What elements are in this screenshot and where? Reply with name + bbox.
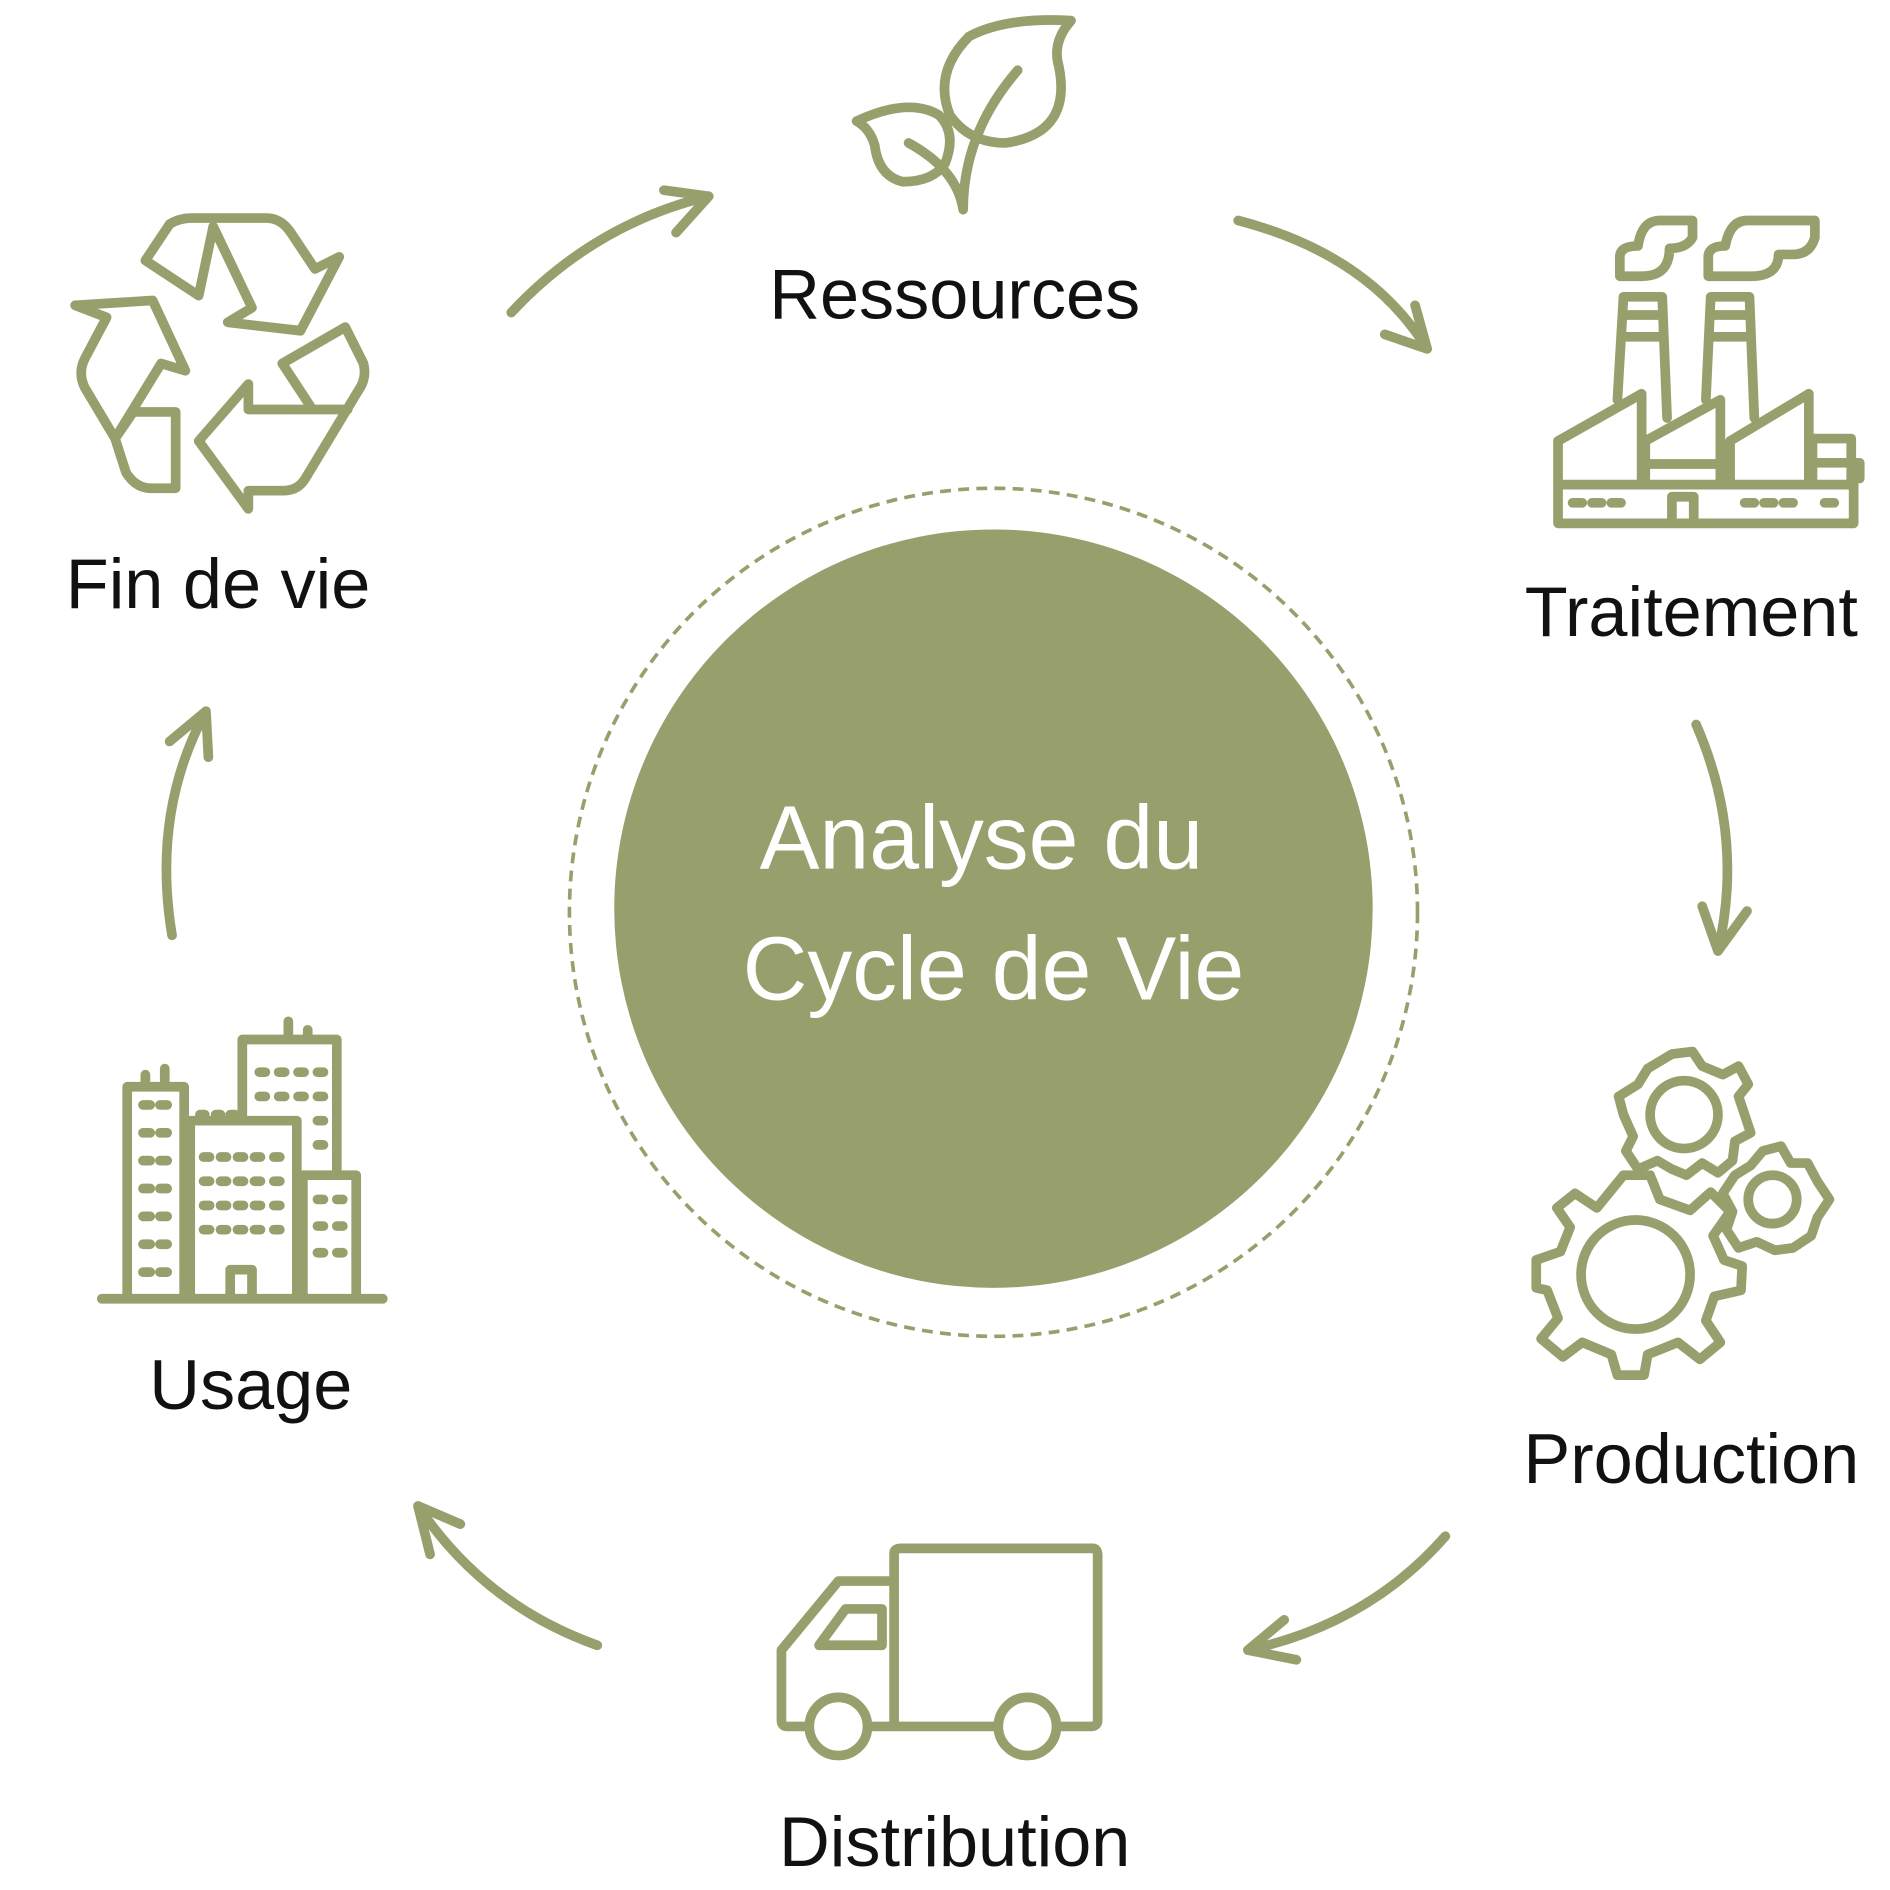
arrow-fin-de-vie-icon bbox=[161, 706, 214, 941]
leaf-icon bbox=[851, 15, 1076, 215]
center-circle bbox=[614, 529, 1373, 1288]
factory-icon bbox=[1553, 215, 1865, 529]
stage-label-usage: Usage bbox=[149, 1345, 352, 1424]
center-dashed-ring bbox=[567, 486, 1420, 1339]
recycle-icon bbox=[70, 213, 370, 514]
arrow-distribution-icon bbox=[1243, 1531, 1451, 1665]
stage-label-distribution: Distribution bbox=[779, 1802, 1130, 1881]
center-title-line2: Cycle de Vie bbox=[743, 919, 1245, 1019]
arrow-usage-icon bbox=[413, 1501, 603, 1651]
arrow-production-icon bbox=[1691, 719, 1752, 956]
buildings-icon bbox=[96, 1016, 388, 1304]
arrow-traitement-icon bbox=[1233, 215, 1433, 354]
stage-label-ressources: Ressources bbox=[769, 255, 1140, 334]
arrow-ressources-icon bbox=[506, 185, 714, 318]
center-title-line1: Analyse du bbox=[760, 788, 1204, 888]
stage-label-fin-de-vie: Fin de vie bbox=[66, 544, 371, 623]
gears-icon bbox=[1531, 1046, 1835, 1380]
truck-icon bbox=[776, 1543, 1103, 1761]
stage-label-production: Production bbox=[1523, 1419, 1859, 1498]
stage-label-traitement: Traitement bbox=[1525, 572, 1858, 651]
